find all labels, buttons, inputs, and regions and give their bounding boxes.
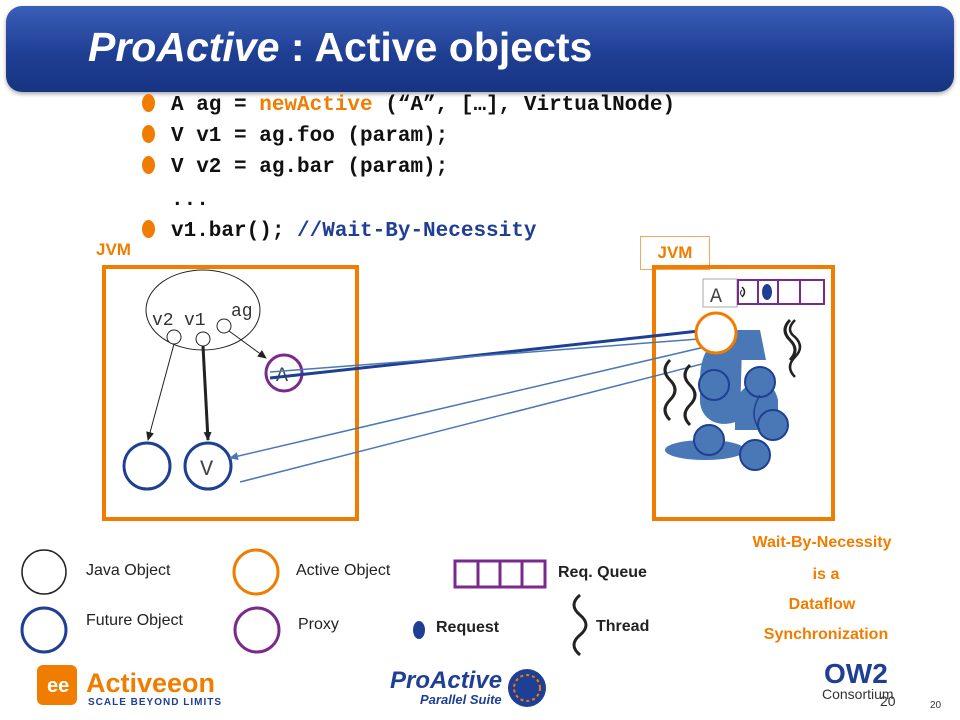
legend-thread-icon bbox=[572, 593, 588, 657]
queue-thread-icon bbox=[741, 286, 746, 298]
thread-icon bbox=[663, 358, 677, 422]
passive-object-icon bbox=[698, 369, 730, 401]
legend-java-object-icon bbox=[21, 549, 67, 595]
future-update-arrow-2 bbox=[239, 351, 746, 483]
passive-object-icon bbox=[744, 366, 776, 398]
note-line-3: Dataflow bbox=[788, 596, 856, 613]
ref-v1-icon bbox=[195, 331, 211, 347]
passive-object-icon bbox=[757, 409, 789, 441]
code-line-4: ... bbox=[142, 185, 862, 217]
ref-v1-arrow bbox=[201, 345, 212, 441]
thread-icon bbox=[783, 318, 797, 362]
activeeon-logo: Activeeon bbox=[86, 668, 216, 698]
bullet-icon bbox=[142, 94, 155, 112]
request-queue bbox=[737, 279, 825, 305]
legend-future-object-label: Future Object bbox=[86, 612, 183, 629]
page-number: 20 bbox=[880, 693, 896, 709]
ref-ag-icon bbox=[216, 318, 232, 334]
code-text: A ag = bbox=[171, 94, 260, 117]
svg-text:ee: ee bbox=[47, 675, 69, 697]
jvm-left-label: JVM bbox=[96, 240, 131, 259]
activeeon-tagline: SCALE BEYOND LIMITS bbox=[88, 697, 223, 708]
code-text: v1.bar(); bbox=[171, 220, 298, 243]
legend-req-queue-icon bbox=[453, 559, 547, 589]
code-line-5: v1.bar(); //Wait-By-Necessity bbox=[142, 216, 862, 248]
bullet-icon bbox=[142, 220, 155, 238]
active-label-box bbox=[702, 278, 738, 308]
code-line-2: V v1 = ag.foo (param); bbox=[142, 121, 862, 153]
code-keyword: newActive bbox=[259, 94, 373, 117]
page-number-small: 20 bbox=[930, 700, 942, 711]
code-comment: //Wait-By-Necessity bbox=[297, 220, 537, 243]
proxy-call-arrow-2 bbox=[269, 334, 713, 373]
node-ag-label: ag bbox=[231, 302, 253, 322]
note-line-2: is a bbox=[812, 566, 840, 583]
code-text-rest: (“A”, […], VirtualNode) bbox=[372, 94, 676, 117]
legend-future-object-icon bbox=[20, 606, 68, 654]
legend-proxy-icon bbox=[233, 606, 281, 654]
code-text: V v1 = ag.foo (param); bbox=[171, 125, 449, 148]
thread-icon bbox=[788, 319, 802, 378]
ow2-logo: OW2 bbox=[824, 658, 888, 689]
title-rest: : Active objects bbox=[279, 24, 593, 70]
legend-req-queue-label: Req. Queue bbox=[558, 564, 647, 581]
code-text: V v2 = ag.bar (param); bbox=[171, 156, 449, 179]
activeeon-logo-icon bbox=[37, 665, 77, 705]
code-line-1: A ag = newActive (“A”, […], VirtualNode) bbox=[142, 90, 862, 122]
legend-java-object-label: Java Object bbox=[86, 562, 171, 579]
passive-object-icon bbox=[739, 439, 771, 471]
bullet-icon bbox=[142, 125, 155, 143]
ref-v2-icon bbox=[166, 329, 182, 345]
node-v2-label: v2 bbox=[152, 311, 174, 331]
legend-request-label: Request bbox=[436, 619, 500, 636]
legend-active-object-label: Active Object bbox=[296, 562, 391, 579]
code-text: ... bbox=[171, 189, 209, 212]
future-object-empty bbox=[122, 441, 172, 491]
note-line-1: Wait-By-Necessity bbox=[752, 534, 892, 551]
thread-icon bbox=[683, 363, 697, 427]
note-line-4: Synchronization bbox=[763, 626, 889, 643]
future-label: V bbox=[200, 457, 214, 482]
node-v1-label: v1 bbox=[184, 311, 206, 331]
jvm-right-box bbox=[652, 265, 835, 521]
passive-object-icon bbox=[693, 424, 725, 456]
slide-title: ProActive : Active objects bbox=[88, 24, 592, 71]
future-object-v bbox=[183, 441, 233, 491]
active-label: A bbox=[710, 286, 722, 309]
proactive-logo: ProActive bbox=[390, 667, 503, 694]
bullet-icon bbox=[142, 156, 155, 174]
legend-active-object-icon bbox=[232, 548, 280, 596]
legend-thread-label: Thread bbox=[596, 618, 650, 635]
jvm-right-label: JVM bbox=[640, 236, 710, 270]
ref-ag-arrow bbox=[228, 330, 267, 359]
code-line-3: V v2 = ag.bar (param); bbox=[142, 152, 862, 184]
title-bar bbox=[6, 6, 954, 92]
title-main: ProActive bbox=[88, 24, 280, 70]
queued-request-icon bbox=[762, 284, 772, 300]
jvm-left-box bbox=[102, 265, 359, 521]
ref-v2-arrow bbox=[146, 343, 175, 441]
future-update-arrow bbox=[229, 334, 757, 461]
legend-proxy-label: Proxy bbox=[298, 616, 339, 633]
legend-request-icon bbox=[413, 621, 425, 639]
proxy-call-arrow bbox=[269, 326, 709, 380]
proactive-tagline: Parallel Suite bbox=[420, 692, 502, 707]
ow2-tagline: Consortium bbox=[822, 686, 894, 702]
active-object-circle bbox=[694, 311, 738, 355]
